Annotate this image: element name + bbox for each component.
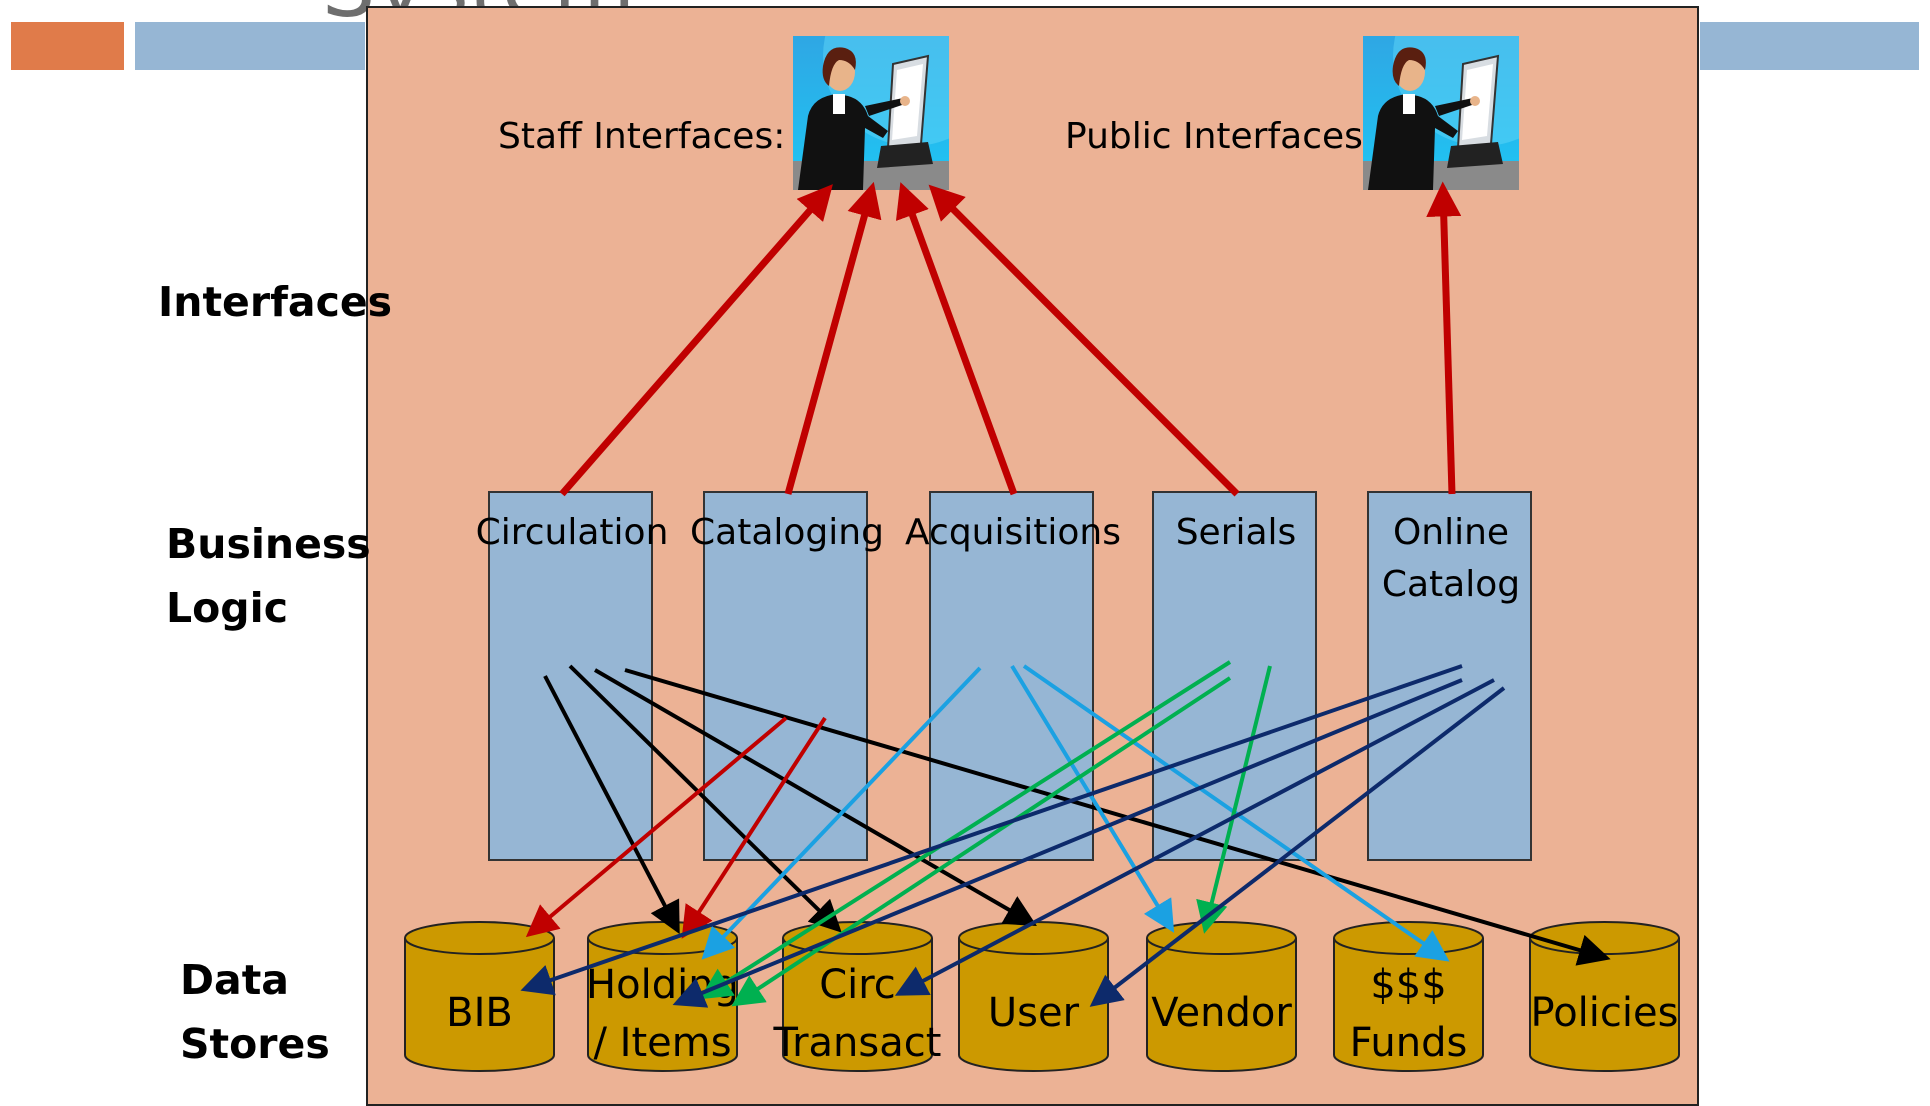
module-circulation: Circulation <box>476 491 668 861</box>
staff-interface-icon <box>793 36 949 190</box>
public-interface-icon <box>1363 36 1519 190</box>
store-circ-transact: Circ Transact <box>774 920 941 1075</box>
store-label: Vendor <box>1151 990 1292 1036</box>
public-interfaces-label: Public Interfaces: <box>1065 116 1376 157</box>
accent-bar-blue-right <box>1700 22 1919 70</box>
module-label: Circulation <box>475 512 669 553</box>
store-label: $$$ Funds <box>1349 962 1468 1066</box>
module-label: Serials <box>1175 512 1297 553</box>
accent-bar-orange <box>11 22 124 70</box>
store-label: User <box>987 990 1080 1036</box>
store-bib: BIB <box>403 920 556 1075</box>
staff-interfaces-label: Staff Interfaces: <box>498 116 786 157</box>
module-label: Online Catalog <box>1381 512 1521 605</box>
store-label: Holding / Items <box>586 962 739 1066</box>
store-label: BIB <box>446 990 513 1036</box>
module-serials: Serials <box>1152 491 1317 861</box>
module-online-catalog: Online Catalog <box>1367 491 1532 861</box>
store-user: User <box>957 920 1110 1075</box>
store-vendor: Vendor <box>1145 920 1298 1075</box>
layer-label-business-logic: Business Logic <box>166 520 371 632</box>
accent-bar-blue-left <box>135 22 365 70</box>
store-holding-items: Holding / Items <box>586 920 739 1075</box>
module-acquisitions: Acquisitions <box>905 491 1121 861</box>
store-funds: $$$ Funds <box>1332 920 1485 1075</box>
module-label: Acquisitions <box>905 512 1121 553</box>
store-policies: Policies <box>1528 920 1681 1075</box>
store-label: Circ Transact <box>773 962 942 1066</box>
store-label: Policies <box>1530 990 1679 1036</box>
layer-label-data-stores: Data Stores <box>180 956 330 1068</box>
module-cataloging: Cataloging <box>690 491 884 861</box>
module-label: Cataloging <box>690 512 884 553</box>
layer-label-interfaces: Interfaces <box>158 278 393 326</box>
